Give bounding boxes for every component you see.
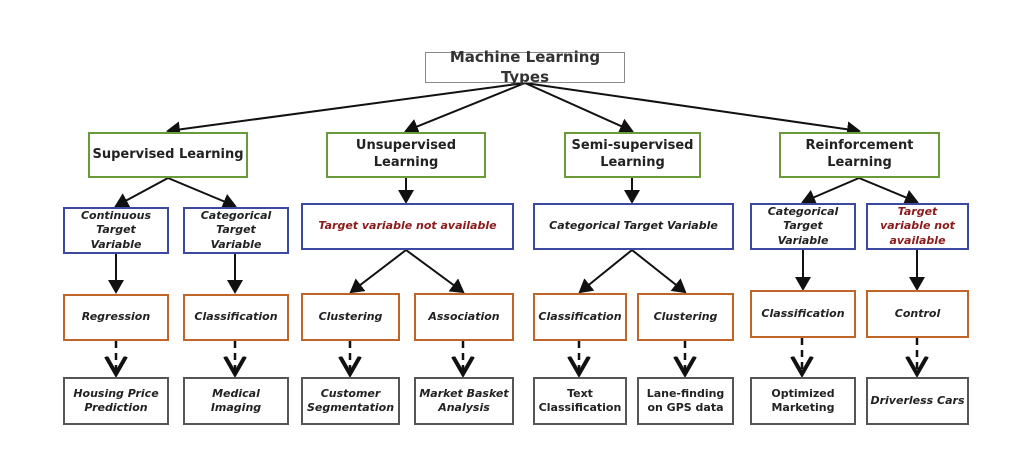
example-housing-price: Housing Price Prediction [63, 377, 169, 425]
algorithm-regression: Regression [63, 294, 169, 341]
example-label: Text Classification [538, 386, 622, 414]
example-label: Medical Imaging [210, 386, 262, 414]
example-label: Lane-finding on GPS data [646, 386, 725, 414]
algorithm-clustering-semi: Clustering [637, 293, 734, 341]
algorithm-classification-semi: Classification [533, 293, 627, 341]
edge-root-supervised [166, 82, 526, 138]
algorithm-label: Classification [761, 306, 845, 320]
algorithm-label: Regression [81, 310, 151, 324]
algorithm-label: Classification [194, 310, 278, 324]
type-label: Unsupervised Learning [355, 138, 457, 170]
type-label: Semi-supervised Learning [571, 138, 694, 170]
target-categorical-semi: Categorical Target Variable [533, 203, 734, 250]
edge-reinforcement-categorical [801, 177, 860, 205]
type-supervised: Supervised Learning [88, 132, 248, 178]
algorithm-label: Classification [538, 309, 622, 323]
example-label: Housing Price Prediction [73, 386, 159, 414]
algorithm-label: Association [428, 309, 500, 323]
target-label: Target variable not available [318, 219, 497, 233]
edge-root-semisupervised [524, 82, 634, 134]
target-label: Target variable not available [880, 205, 955, 247]
target-unavailable: Target variable not available [301, 203, 514, 250]
type-unsupervised: Unsupervised Learning [326, 132, 486, 178]
type-semisupervised: Semi-supervised Learning [564, 132, 701, 178]
target-label: Categorical Target Variable [200, 209, 272, 251]
target-categorical: Categorical Target Variable [183, 207, 289, 254]
algorithm-label: Clustering [653, 309, 718, 323]
example-label: Market Basket Analysis [419, 386, 509, 414]
example-driverless-cars: Driverless Cars [866, 377, 969, 425]
type-label: Reinforcement Learning [805, 138, 914, 170]
algorithm-classification: Classification [183, 294, 289, 341]
target-label: Categorical Target Variable [549, 219, 718, 233]
edge-reinforcement-unavailable [858, 177, 919, 205]
edge-root-unsupervised [404, 82, 526, 134]
example-optimized-marketing: Optimized Marketing [750, 377, 856, 425]
target-continuous: Continuous Target Variable [63, 207, 169, 254]
target-unavailable-rl: Target variable not available [866, 203, 969, 250]
example-label: Driverless Cars [870, 393, 965, 407]
edge-supervised-categorical [167, 177, 237, 209]
algorithm-clustering: Clustering [301, 293, 400, 341]
algorithm-label: Clustering [318, 309, 383, 323]
edge-target-association [405, 249, 465, 294]
example-label: Customer Segmentation [306, 386, 395, 414]
example-market-basket: Market Basket Analysis [414, 377, 514, 425]
example-medical-imaging: Medical Imaging [183, 377, 289, 425]
target-label: Continuous Target Variable [80, 209, 152, 251]
algorithm-label: Control [894, 306, 941, 320]
edge-target-classification [578, 249, 633, 294]
edge-supervised-continuous [114, 177, 169, 208]
root-node: Machine Learning Types [425, 48, 625, 86]
target-label: Categorical Target Variable [767, 205, 839, 247]
edge-root-reinforcement [524, 82, 861, 138]
example-lane-finding: Lane-finding on GPS data [637, 377, 734, 425]
edge-target-clustering [349, 249, 407, 294]
example-label: Optimized Marketing [771, 386, 835, 414]
algorithm-association: Association [414, 293, 514, 341]
target-categorical-rl: Categorical Target Variable [750, 203, 856, 250]
type-reinforcement: Reinforcement Learning [779, 132, 940, 178]
algorithm-control: Control [866, 290, 969, 338]
example-text-classification: Text Classification [533, 377, 627, 425]
type-label: Supervised Learning [92, 146, 244, 162]
example-customer-segmentation: Customer Segmentation [301, 377, 400, 425]
edge-target-clustering-semi [631, 249, 687, 294]
root-label: Machine Learning Types [449, 48, 601, 86]
algorithm-classification-rl: Classification [750, 290, 856, 338]
